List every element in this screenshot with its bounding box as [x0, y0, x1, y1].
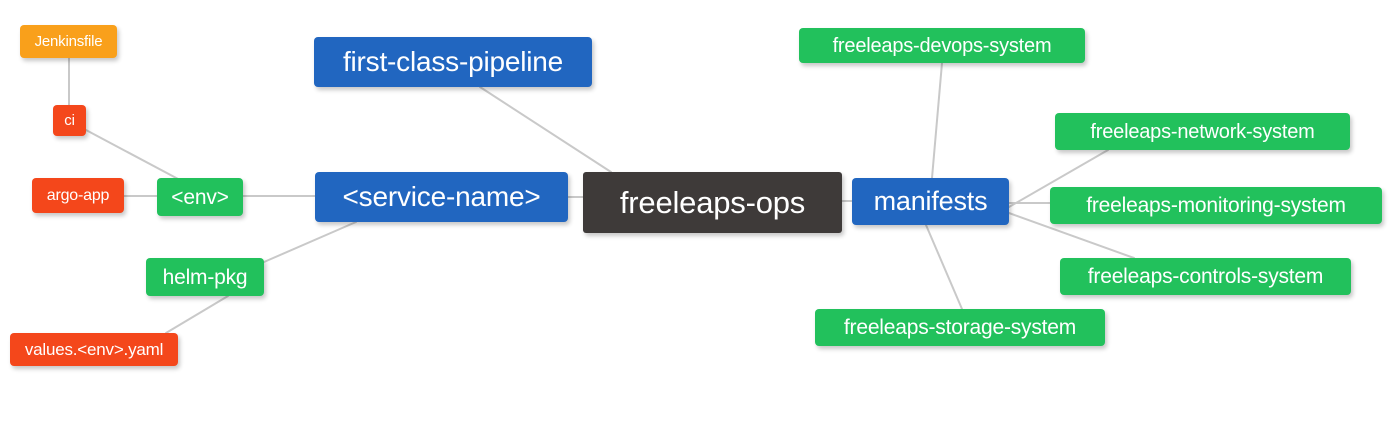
mindmap-node-helm-pkg[interactable]: helm-pkg: [146, 258, 264, 296]
mindmap-node-manifests[interactable]: manifests: [852, 178, 1009, 225]
edge-manifests-to-network-sys: [1008, 149, 1109, 208]
mindmap-node-env[interactable]: <env>: [157, 178, 243, 216]
mindmap-node-monitoring-sys[interactable]: freeleaps-monitoring-system: [1050, 187, 1382, 224]
mindmap-node-values-yaml[interactable]: values.<env>.yaml: [10, 333, 178, 366]
edge-pipeline-to-freeleaps-ops: [479, 86, 612, 173]
mindmap-node-argo-app[interactable]: argo-app: [32, 178, 124, 213]
edge-values-yaml-to-helm-pkg: [165, 295, 229, 334]
mindmap-node-ci[interactable]: ci: [53, 105, 86, 136]
edge-manifests-to-devops-sys: [931, 62, 943, 179]
mindmap-node-freeleaps-ops[interactable]: freeleaps-ops: [583, 172, 842, 233]
mindmap-node-pipeline[interactable]: first-class-pipeline: [314, 37, 592, 87]
edge-manifests-to-storage-sys: [925, 224, 963, 310]
mindmap-node-devops-sys[interactable]: freeleaps-devops-system: [799, 28, 1085, 63]
edge-manifests-to-controls-sys: [1008, 212, 1135, 259]
mindmap-node-network-sys[interactable]: freeleaps-network-system: [1055, 113, 1350, 150]
mindmap-node-service-name[interactable]: <service-name>: [315, 172, 568, 222]
edge-ci-to-env: [85, 129, 181, 181]
edge-helm-pkg-to-service-name: [263, 221, 357, 263]
mindmap-node-controls-sys[interactable]: freeleaps-controls-system: [1060, 258, 1351, 295]
mindmap-node-jenkinsfile[interactable]: Jenkinsfile: [20, 25, 117, 58]
mindmap-node-storage-sys[interactable]: freeleaps-storage-system: [815, 309, 1105, 346]
